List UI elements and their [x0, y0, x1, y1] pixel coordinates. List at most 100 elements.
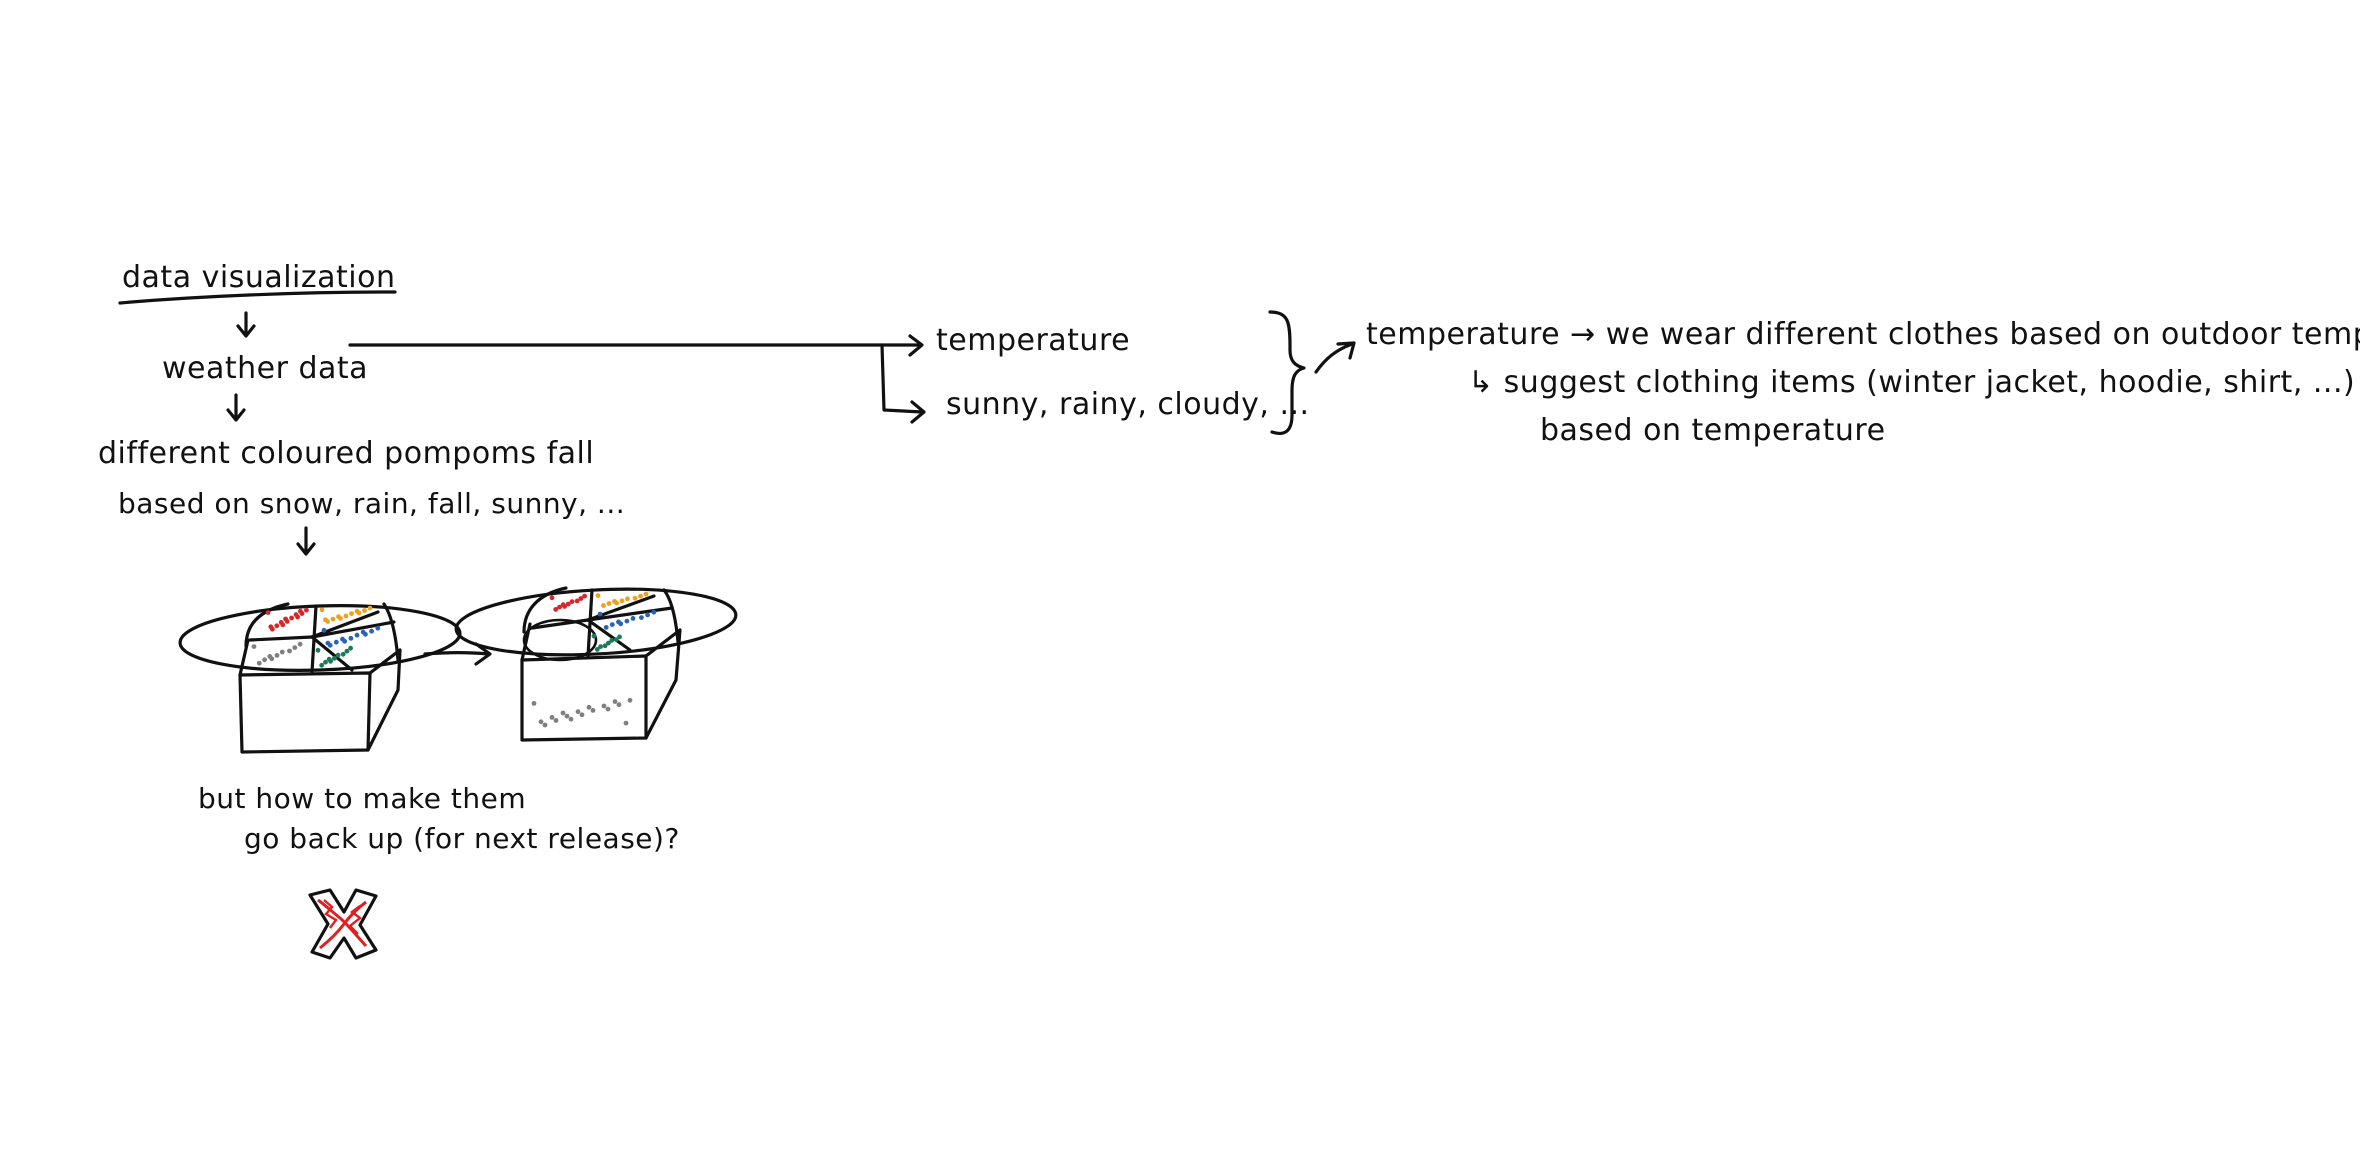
pompom-dot [627, 697, 633, 703]
pompom-dot [251, 644, 257, 649]
pompom-dot [605, 706, 611, 712]
pompom-dot [606, 640, 611, 646]
pompom-dot [591, 633, 597, 639]
idea-line3-text: based on temperature [1540, 413, 1886, 448]
arrow-down-icon [226, 393, 246, 422]
pompoms-line1-text: different coloured pompoms fall [98, 436, 594, 471]
red-x-mark-icon [308, 888, 378, 960]
pompom-dot [553, 718, 559, 723]
pompom-dot [638, 593, 643, 599]
arrow-down-icon [236, 311, 256, 338]
pompom-dot [553, 607, 559, 612]
pompom-dot [612, 699, 618, 704]
pompom-dot [283, 616, 288, 622]
pompoms-line2-text: based on snow, rain, fall, sunny, ... [118, 487, 625, 520]
pompom-dot [268, 624, 274, 630]
branch-elbow-line [880, 343, 924, 414]
pompom-dot [319, 662, 325, 668]
pompom-dot [606, 601, 612, 606]
pompom-dot [340, 636, 345, 642]
branch-temperature-text: temperature [936, 323, 1130, 358]
idea-line1-text: temperature → we wear different clothes … [1366, 317, 2360, 352]
pompom-dot [624, 618, 630, 624]
title-text: data visualization [122, 260, 396, 295]
pompom-dot [597, 611, 603, 617]
pompom-dot [613, 637, 619, 642]
pompom-dot [279, 649, 285, 655]
pompom-dot [594, 647, 600, 652]
pompom-dot [602, 643, 608, 649]
pompom-dot [333, 639, 339, 645]
pompom-dot [538, 719, 544, 725]
pompom-dot [643, 591, 649, 597]
question-line1-text: but how to make them [198, 782, 526, 815]
pompom-dot [262, 657, 267, 663]
pompom-dot [344, 648, 350, 654]
pompom-dot [362, 608, 367, 613]
pompom-dot [349, 611, 354, 616]
pompom-dot [343, 613, 349, 619]
pompom-dot [617, 634, 622, 640]
pompom-dot [274, 653, 280, 658]
pompom-dot [565, 601, 571, 607]
pompom-dot [645, 612, 650, 618]
pompom-dot [336, 614, 341, 620]
pompom-dot [304, 607, 309, 613]
pompom-dot [619, 598, 625, 604]
pompom-dot [297, 641, 303, 647]
arrow-diagonal-icon [1314, 341, 1356, 374]
weather-data-text: weather data [162, 351, 368, 386]
pompom-dot [531, 701, 537, 706]
pompom-dot [579, 712, 585, 718]
pompom-dot [265, 610, 271, 615]
pompom-dot [639, 615, 644, 620]
pompom-dot [601, 603, 606, 608]
pompom-dot [348, 645, 353, 651]
pompom-dot [616, 702, 622, 708]
pompom-dot [603, 625, 609, 630]
pompom-dot [325, 640, 331, 646]
pompom-dot [287, 648, 292, 654]
pompom-dots-right [549, 591, 657, 652]
question-line2-text: go back up (for next release)? [244, 822, 680, 855]
pompom-dot [274, 623, 280, 629]
pompom-dot [582, 593, 587, 599]
pompom-dot [623, 720, 629, 726]
pompom-dots-left [251, 605, 381, 668]
pompom-dot [609, 638, 615, 643]
curly-brace-icon [1268, 310, 1306, 436]
pompom-dot [560, 602, 566, 608]
pompom-dot [557, 604, 562, 610]
pompom-dot [298, 608, 303, 614]
pompom-dot [292, 645, 298, 650]
pompom-dot [369, 628, 374, 634]
pompom-dot [549, 595, 555, 601]
pompom-dot [375, 625, 381, 631]
arrow-down-icon [296, 526, 316, 556]
pompom-dot [575, 709, 581, 715]
pompom-dot [651, 609, 657, 615]
pompom-dot [331, 655, 337, 661]
pompom-dot [321, 627, 327, 633]
arrow-right-icon [908, 334, 924, 357]
pompom-dot [267, 654, 273, 659]
pompom-dot [278, 620, 284, 625]
pompom-dot [632, 595, 638, 601]
title-underline [118, 290, 397, 305]
pompom-dot [564, 713, 570, 719]
pompom-dot [256, 660, 262, 666]
pompom-dot [625, 596, 630, 602]
pompom-dot [568, 716, 574, 722]
pompom-dot [542, 722, 548, 728]
pompom-dot [578, 596, 584, 601]
pompom-dot [323, 659, 328, 665]
pompom-dot [569, 599, 575, 604]
pie-lid-ellipse [178, 604, 462, 672]
pompom-container-before [178, 602, 462, 754]
pompom-dot [315, 647, 321, 653]
pompom-dot [574, 598, 580, 604]
pompom-dot [612, 599, 617, 604]
pompom-dot [586, 704, 592, 710]
pompom-dot [323, 617, 328, 623]
